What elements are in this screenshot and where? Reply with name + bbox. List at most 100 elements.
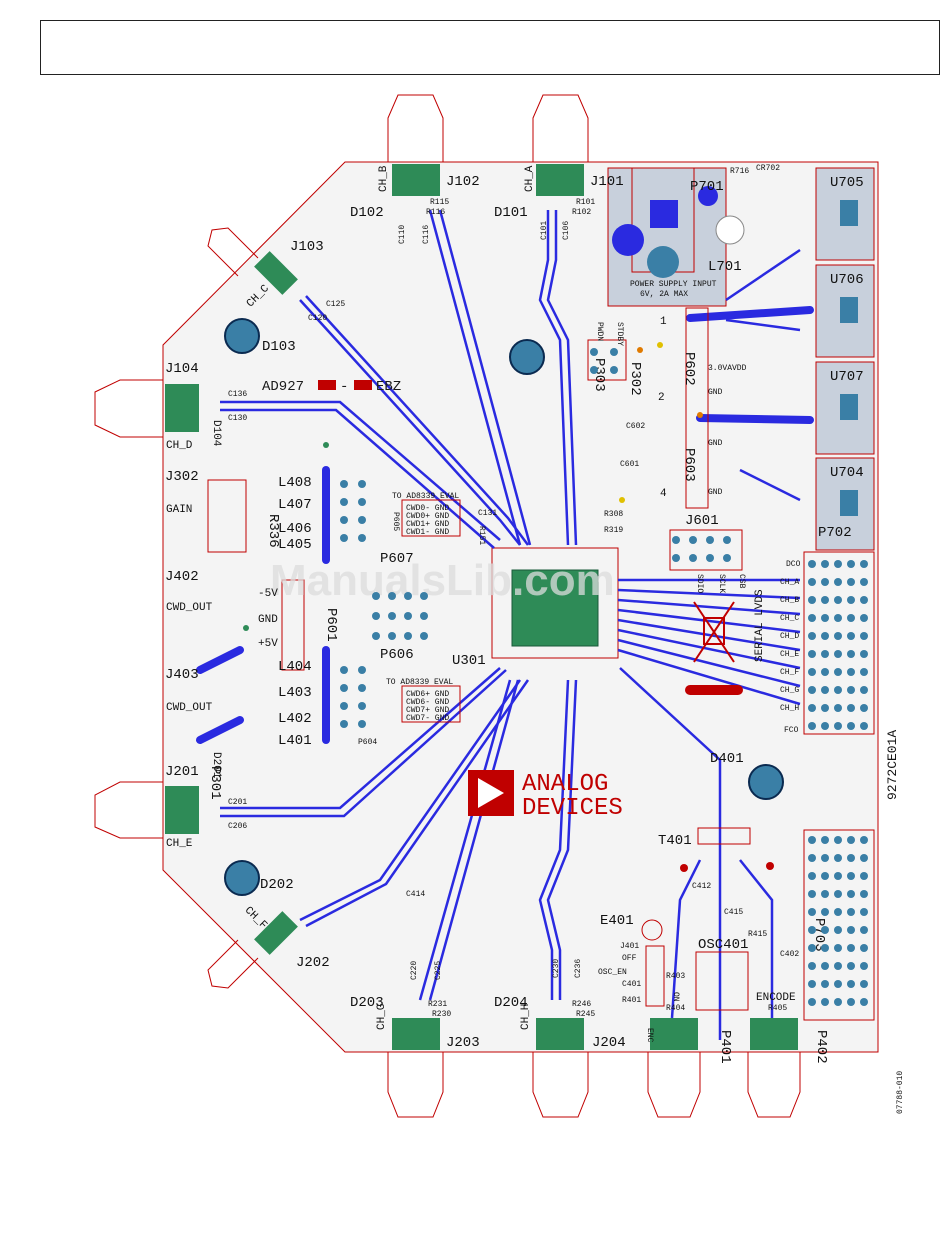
label-L407: L407 — [278, 497, 312, 513]
p702-pad — [821, 560, 829, 568]
label-C125: C125 — [326, 300, 345, 309]
label-C414: C414 — [406, 890, 425, 899]
to-adb339-top: TO AD8339 EVAL — [392, 492, 459, 501]
label-L406: L406 — [278, 521, 312, 537]
cwd-out-label-1: CWD_OUT — [166, 602, 213, 614]
label-C136: C136 — [228, 390, 247, 399]
p604-pad — [358, 720, 366, 728]
p702-pad — [847, 686, 855, 694]
p604-pad — [358, 666, 366, 674]
p703-pad — [821, 872, 829, 880]
label-D201: D201 — [210, 752, 222, 779]
p703-pad — [808, 980, 816, 988]
label-L405: L405 — [278, 537, 312, 553]
gnd-label-1: GND — [708, 388, 723, 397]
p702-pad — [860, 668, 868, 676]
right-header-pads — [803, 551, 875, 1021]
p606-pad — [372, 632, 380, 640]
label-J101: J101 — [590, 174, 624, 190]
p703-pad — [834, 962, 842, 970]
p703-pad — [808, 998, 816, 1006]
label-J601: J601 — [685, 513, 719, 529]
label-P401: P401 — [717, 1030, 733, 1064]
label-D103: D103 — [262, 339, 296, 355]
p302-pad — [610, 366, 618, 374]
p703-pad — [834, 926, 842, 934]
label-P607: P607 — [380, 551, 414, 567]
p703-pad — [860, 872, 868, 880]
label-P604: P604 — [358, 738, 377, 747]
label-R405: R405 — [768, 1004, 787, 1013]
plus5v-label: +5V — [258, 638, 278, 650]
label-D101: D101 — [494, 205, 528, 221]
label-L403: L403 — [278, 685, 312, 701]
pin-4-label: 4 — [660, 488, 667, 500]
osc-en-label: OSC_EN — [598, 968, 627, 977]
mount-hole-nw — [224, 318, 260, 354]
p703-pad — [847, 926, 855, 934]
label-P402: P402 — [813, 1030, 829, 1064]
j601-pad — [672, 554, 680, 562]
p702-pad — [808, 578, 816, 586]
j601-pad — [689, 554, 697, 562]
p702-pad — [847, 560, 855, 568]
p702-pad — [808, 686, 816, 694]
p702-pad — [860, 704, 868, 712]
p606-pad — [420, 592, 428, 600]
regulators — [815, 167, 875, 551]
p605-pad — [358, 498, 366, 506]
logo-line2: DEVICES — [522, 795, 623, 822]
label-P602: P602 — [681, 352, 697, 386]
label-P601: P601 — [323, 608, 339, 642]
label-J403: J403 — [165, 667, 199, 683]
csb-label: CSB — [737, 574, 746, 589]
p703-pad — [808, 944, 816, 952]
label-T401: T401 — [658, 833, 692, 849]
lvds-output-1: CH_A — [780, 578, 799, 587]
label-L701: L701 — [708, 259, 742, 275]
p604-pad — [340, 666, 348, 674]
p702-pad — [808, 668, 816, 676]
p702-pad — [860, 650, 868, 658]
p703-pad — [860, 944, 868, 952]
label-P303: P303 — [591, 358, 607, 392]
label-C201: C201 — [228, 798, 247, 807]
p703-pad — [808, 854, 816, 862]
p605-pad — [340, 534, 348, 542]
p702-pad — [847, 578, 855, 586]
component-dots — [243, 342, 774, 941]
j601-pad — [706, 536, 714, 544]
p702-pad — [834, 686, 842, 694]
label-C131: C131 — [478, 509, 497, 518]
p605-pad — [358, 516, 366, 524]
label-D104: D104 — [210, 420, 222, 447]
label-D202: D202 — [260, 877, 294, 893]
adc-ic-u301 — [491, 547, 619, 659]
p703-pad — [821, 980, 829, 988]
label-R115: R115 — [430, 198, 449, 207]
label-C412: C412 — [692, 882, 711, 891]
p702-pad — [834, 614, 842, 622]
p702-pad — [860, 614, 868, 622]
serial-lvds-label: SERIAL LVDS — [754, 589, 766, 662]
label-J401: J401 — [620, 942, 639, 951]
label-R336: R336 — [265, 514, 281, 548]
p703-pad — [808, 890, 816, 898]
p703-pad — [847, 998, 855, 1006]
label-L401: L401 — [278, 733, 312, 749]
j601-pad — [723, 554, 731, 562]
p702-pad — [834, 632, 842, 640]
label-C120: C120 — [308, 314, 327, 323]
p702-pad — [834, 722, 842, 730]
lvds-output-9: FCO — [784, 726, 799, 735]
p702-pad — [860, 578, 868, 586]
label-U705: U705 — [830, 175, 864, 191]
label-P603: P603 — [681, 448, 697, 482]
label-R245: R245 — [576, 1010, 595, 1019]
lvds-output-6: CH_F — [780, 668, 799, 677]
v3-avdd-label: 3.0VAVDD — [708, 364, 747, 373]
p703-pad — [847, 980, 855, 988]
cwd-bottom-1: CWD6- GND — [406, 698, 449, 707]
j601-pad — [723, 536, 731, 544]
p606-pad — [420, 612, 428, 620]
